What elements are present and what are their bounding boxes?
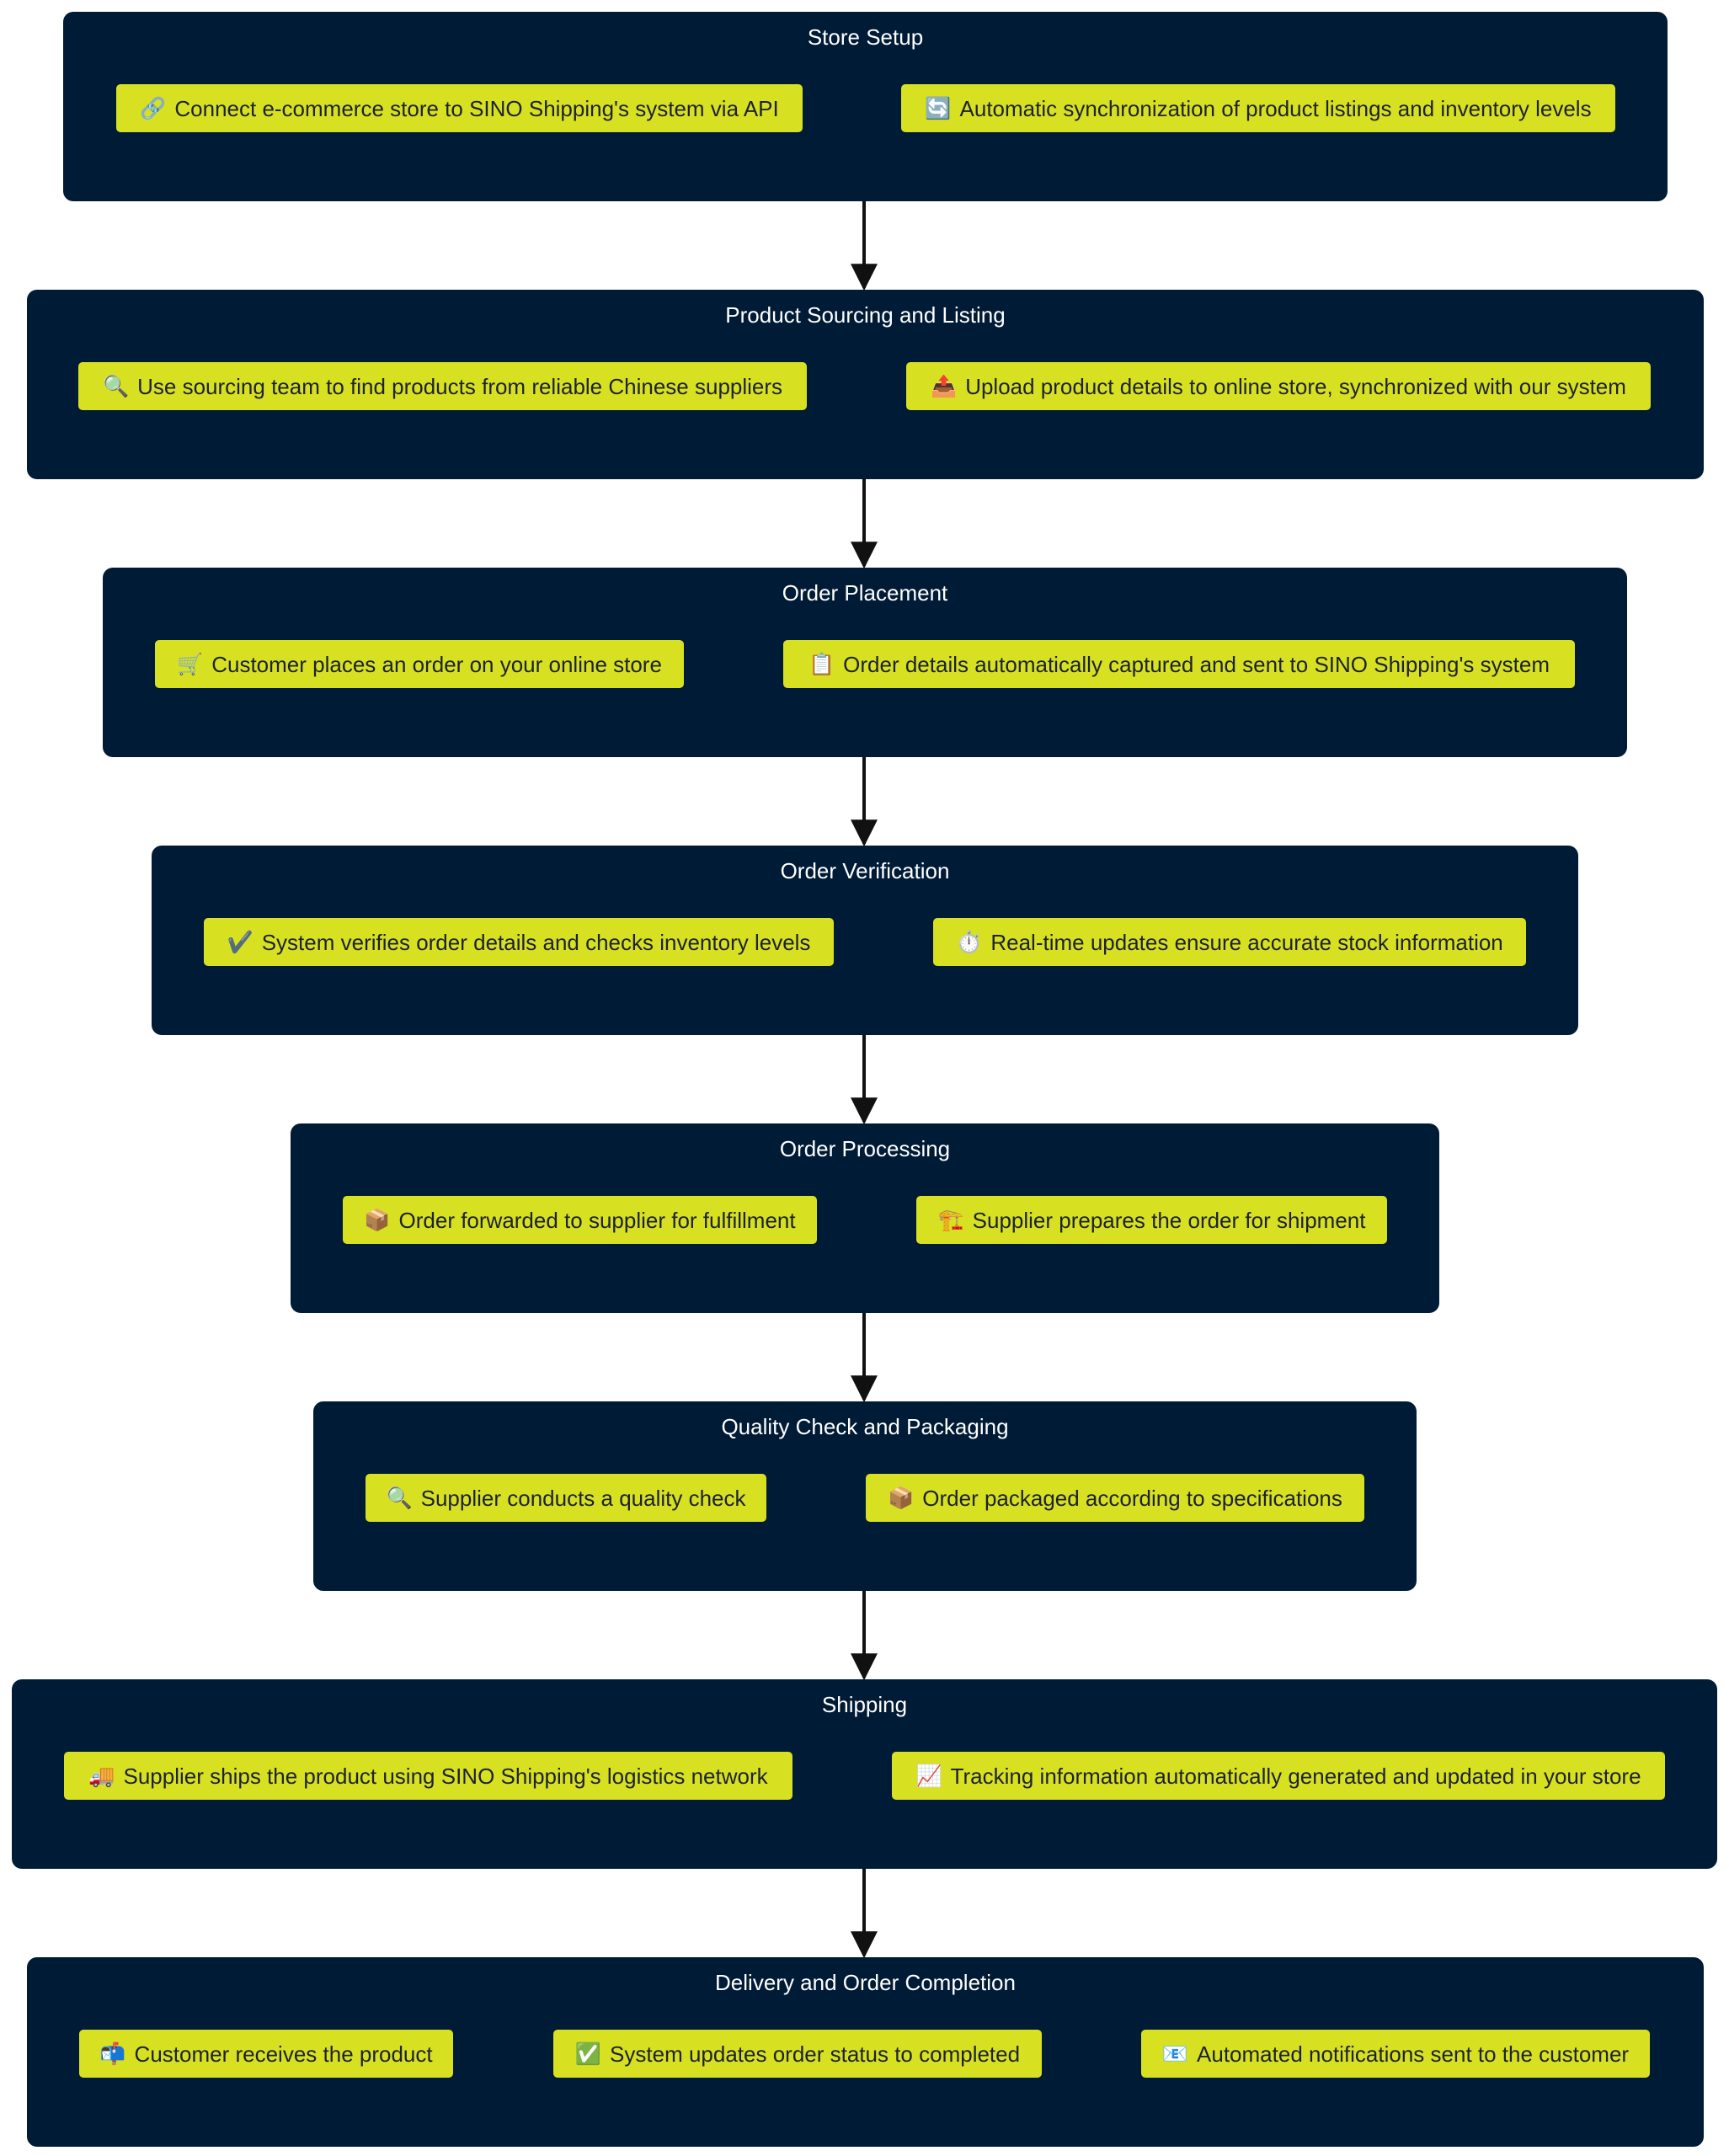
step-node: 🔗 Connect e-commerce store to SINO Shippi… [116, 84, 803, 132]
step-node: 🔍 Use sourcing team to find products from… [78, 362, 807, 410]
step-node: 📦 Order packaged according to specificati… [866, 1474, 1364, 1522]
stage-title: Shipping [821, 1692, 908, 1717]
step-node: 📤 Upload product details to online store,… [906, 362, 1651, 410]
step-label: System verifies order details and checks… [261, 929, 811, 955]
step-label: Upload product details to online store, … [965, 373, 1626, 399]
step-node: 📧 Automated notifications sent to the cus… [1141, 2030, 1650, 2078]
sync-icon: 🔄 [925, 95, 952, 120]
step-label: Customer receives the product [134, 2041, 433, 2067]
step-label: Supplier conducts a quality check [420, 1485, 746, 1511]
stopwatch-icon: ⏱️ [956, 929, 983, 954]
shopping-cart-icon: 🛒 [177, 651, 204, 676]
step-label: Order forwarded to supplier for fulfillm… [398, 1207, 796, 1233]
step-label: Automated notifications sent to the cust… [1197, 2041, 1630, 2067]
step-label: Automatic synchronization of product lis… [959, 95, 1592, 121]
outbox-tray-icon: 📤 [931, 373, 958, 398]
magnifier-icon: 🔍 [386, 1485, 413, 1510]
package-icon: 📦 [888, 1485, 915, 1510]
step-label: Supplier prepares the order for shipment [972, 1207, 1366, 1233]
stage-title: Quality Check and Packaging [721, 1414, 1009, 1439]
mailbox-icon: 📬 [99, 2041, 126, 2066]
step-label: Connect e-commerce store to SINO Shippin… [174, 95, 779, 121]
step-label: Tracking information automatically gener… [950, 1763, 1641, 1789]
step-node: 📦 Order forwarded to supplier for fulfill… [343, 1196, 817, 1244]
stage-title: Product Sourcing and Listing [725, 302, 1006, 328]
step-label: System updates order status to completed [610, 2041, 1021, 2067]
check-box-icon: ✅ [574, 2041, 602, 2066]
step-label: Supplier ships the product using SINO Sh… [123, 1763, 768, 1789]
stage-title: Store Setup [807, 24, 924, 50]
stage-title: Order Processing [779, 1136, 951, 1161]
delivery-truck-icon: 🚚 [88, 1763, 115, 1788]
package-icon: 📦 [364, 1207, 391, 1232]
step-node: 🔍 Supplier conducts a quality check [366, 1474, 766, 1522]
step-label: Use sourcing team to find products from … [137, 373, 783, 399]
crane-icon: 🏗️ [937, 1207, 964, 1232]
step-node: 🔄 Automatic synchronization of product li… [901, 84, 1615, 132]
magnifier-icon: 🔍 [102, 373, 130, 398]
step-label: Customer places an order on your online … [211, 651, 662, 677]
step-node: 📋 Order details automatically captured an… [783, 640, 1575, 688]
step-label: Real-time updates ensure accurate stock … [990, 929, 1503, 955]
step-node: 🚚 Supplier ships the product using SINO S… [64, 1752, 792, 1800]
step-node: 🛒 Customer places an order on your online… [155, 640, 684, 688]
step-node: ⏱️ Real-time updates ensure accurate stoc… [933, 918, 1526, 966]
check-mark-icon: ✔️ [227, 929, 253, 954]
chart-increasing-icon: 📈 [915, 1763, 942, 1788]
email-icon: 📧 [1161, 2041, 1189, 2066]
step-label: Order details automatically captured and… [843, 651, 1550, 677]
stage-title: Delivery and Order Completion [715, 1970, 1016, 1995]
step-node: 📬 Customer receives the product [79, 2030, 453, 2078]
step-node: 🏗️ Supplier prepares the order for shipme… [916, 1196, 1387, 1244]
step-label: Order packaged according to specificatio… [922, 1485, 1342, 1511]
stage-title: Order Placement [782, 580, 948, 606]
step-node: ✔️ System verifies order details and chec… [204, 918, 834, 966]
link-icon: 🔗 [140, 95, 167, 120]
step-node: 📈 Tracking information automatically gene… [892, 1752, 1665, 1800]
step-node: ✅ System updates order status to complete… [553, 2030, 1042, 2078]
clipboard-icon: 📋 [808, 651, 835, 676]
stage-title: Order Verification [780, 858, 950, 883]
